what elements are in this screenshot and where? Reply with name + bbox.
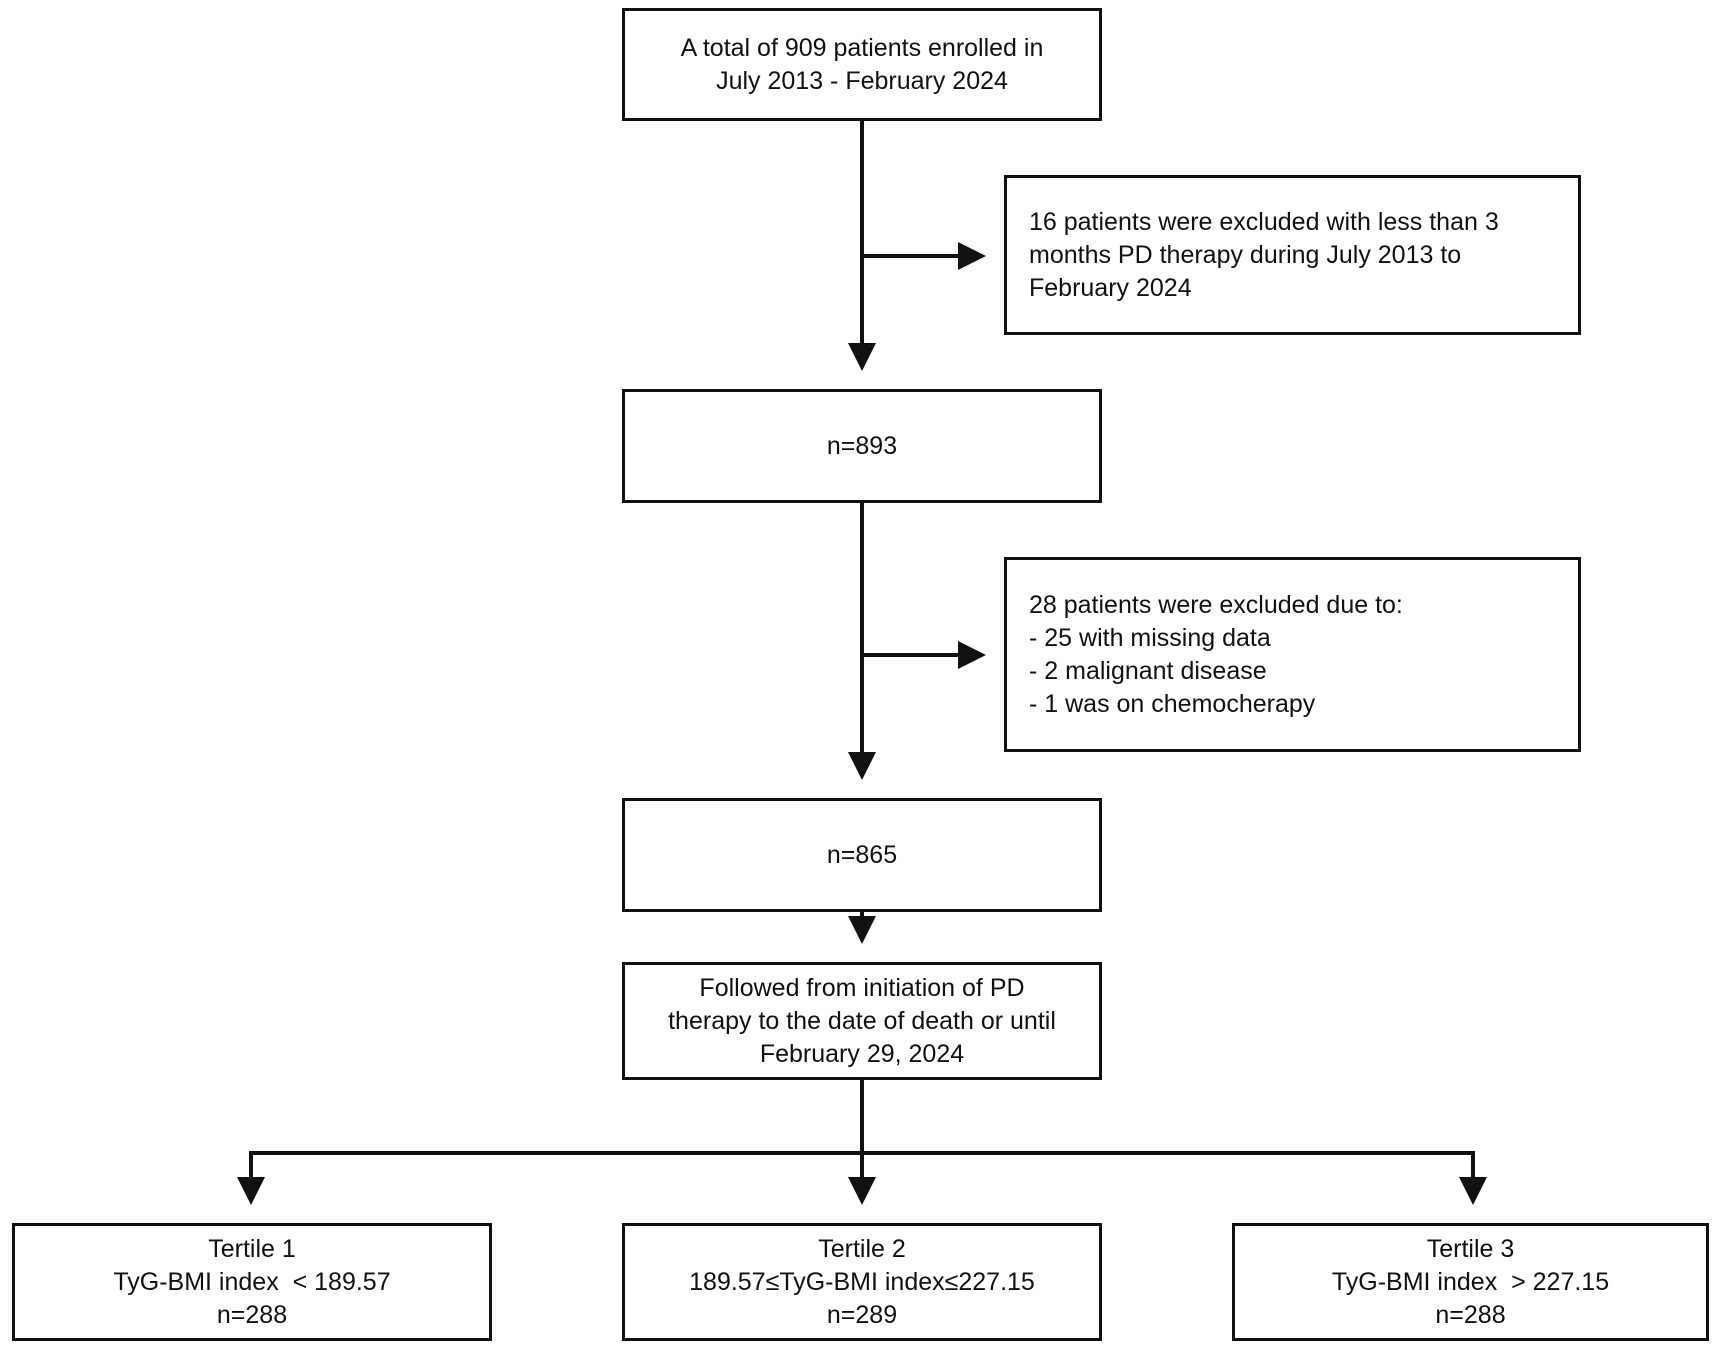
exclusion-box-1: 16 patients were excluded with less than…	[1004, 175, 1581, 335]
tertile-2-box: Tertile 2 189.57≤TyG-BMI index≤227.15 n=…	[622, 1223, 1102, 1341]
exclusion-2-line-3: - 2 malignant disease	[1029, 656, 1267, 685]
enrolled-line-2: July 2013 - February 2024	[716, 66, 1008, 95]
tertile-2-range: 189.57≤TyG-BMI index≤227.15	[689, 1267, 1035, 1296]
remaining-893-count: n=893	[826, 431, 898, 460]
tertile-3-title: Tertile 3	[1426, 1234, 1515, 1263]
tertile-1-count: n=288	[216, 1300, 288, 1329]
tertile-2-count: n=289	[826, 1300, 898, 1329]
enrolled-line-1: A total of 909 patients enrolled in	[680, 33, 1044, 62]
remaining-865-count: n=865	[826, 840, 898, 869]
tertile-3-box: Tertile 3 TyG-BMI index > 227.15 n=288	[1232, 1223, 1709, 1341]
tertile-2-title: Tertile 2	[818, 1234, 906, 1263]
exclusion-2-line-4: - 1 was on chemocherapy	[1029, 689, 1316, 718]
tertile-1-box: Tertile 1 TyG-BMI index < 189.57 n=288	[12, 1223, 492, 1341]
tertile-1-range: TyG-BMI index < 189.57	[113, 1267, 391, 1296]
enrolled-box: A total of 909 patients enrolled in July…	[622, 8, 1102, 121]
exclusion-1-line-1: 16 patients were excluded with less than…	[1029, 207, 1499, 236]
tertile-3-count: n=288	[1435, 1300, 1506, 1329]
tertile-3-range: TyG-BMI index > 227.15	[1331, 1267, 1610, 1296]
exclusion-box-2: 28 patients were excluded due to: - 25 w…	[1004, 557, 1581, 752]
followup-box: Followed from initiation of PD therapy t…	[622, 962, 1102, 1080]
followup-line-2: therapy to the date of death or until	[668, 1006, 1056, 1035]
exclusion-1-line-3: February 2024	[1029, 273, 1192, 302]
remaining-865-box: n=865	[622, 798, 1102, 912]
remaining-893-box: n=893	[622, 389, 1102, 503]
tertile-1-title: Tertile 1	[208, 1234, 296, 1263]
followup-line-3: February 29, 2024	[759, 1039, 965, 1068]
exclusion-1-line-2: months PD therapy during July 2013 to	[1029, 240, 1462, 269]
exclusion-2-line-2: - 25 with missing data	[1029, 623, 1271, 652]
followup-line-1: Followed from initiation of PD	[699, 973, 1025, 1002]
exclusion-2-line-1: 28 patients were excluded due to:	[1029, 590, 1403, 619]
